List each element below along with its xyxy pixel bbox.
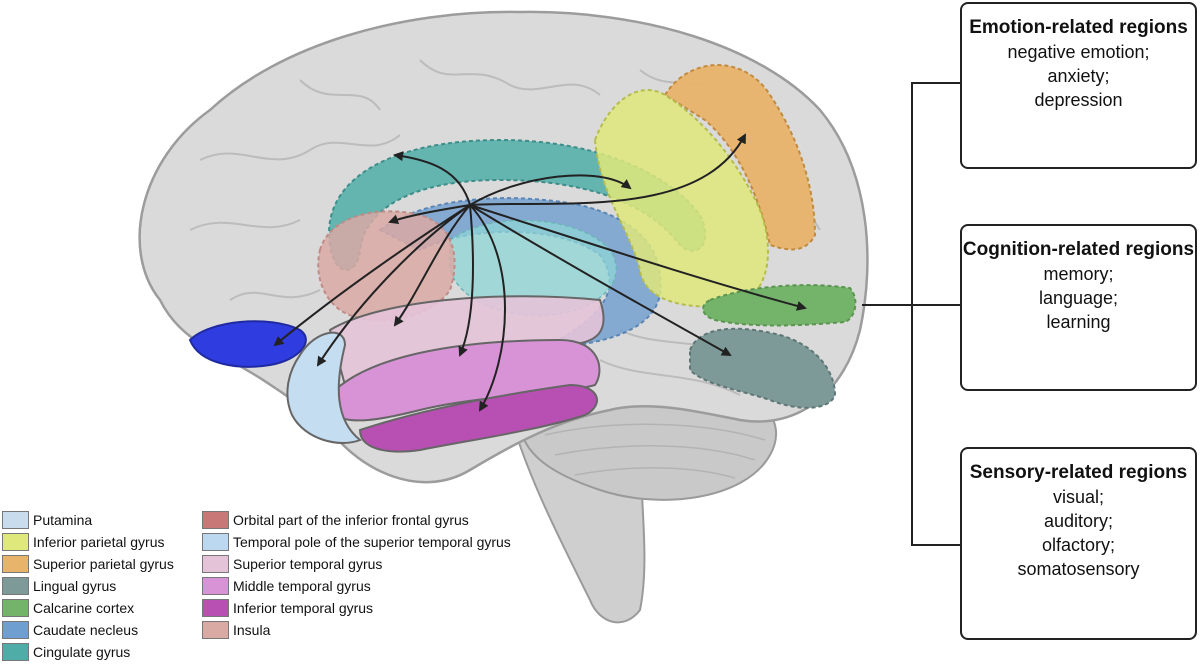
arrow-cingulate xyxy=(393,151,471,206)
inferior-parietal-region xyxy=(593,89,769,308)
legend-item: Insula xyxy=(202,620,270,640)
legend-item: Temporal pole of the superior temporal g… xyxy=(202,532,511,552)
legend-item: Putamina xyxy=(2,510,92,530)
legend-swatch xyxy=(2,511,29,529)
legend-swatch xyxy=(2,577,29,595)
sensory-box: Sensory-related regions visual; auditory… xyxy=(960,447,1197,640)
orbital-frontal-region xyxy=(188,320,307,368)
legend-label: Insula xyxy=(233,622,271,638)
arrow-superior-temporal xyxy=(393,204,471,327)
arrow-middle-temporal xyxy=(458,204,474,357)
superior-parietal-region xyxy=(663,64,817,251)
legend-swatch xyxy=(202,511,229,529)
box-item: olfactory; xyxy=(1041,535,1116,555)
box-item: memory; xyxy=(1043,264,1114,284)
legend-label: Inferior temporal gyrus xyxy=(233,600,374,616)
arrow-superior-parietal xyxy=(469,133,746,206)
legend-label: Caudate necleus xyxy=(33,622,139,638)
box-items: negative emotion; anxiety; depression xyxy=(962,40,1195,112)
legend-item: Orbital part of the inferior frontal gyr… xyxy=(202,510,469,530)
legend-label: Orbital part of the inferior frontal gyr… xyxy=(233,512,469,528)
legend-label: Superior parietal gyrus xyxy=(33,556,174,572)
legend-label: Cingulate gyrus xyxy=(33,644,131,660)
legend-item: Inferior temporal gyrus xyxy=(202,598,373,618)
arrow-insula xyxy=(388,204,471,225)
arrow-calcarine xyxy=(469,204,807,311)
legend-swatch xyxy=(2,555,29,573)
emotion-box: Emotion-related regions negative emotion… xyxy=(960,2,1197,169)
legend-item: Lingual gyrus xyxy=(2,576,116,596)
legend-label: Calcarine cortex xyxy=(33,600,135,616)
middle-temporal-region xyxy=(334,338,601,422)
legend-label: Middle temporal gyrus xyxy=(233,578,371,594)
legend-swatch xyxy=(202,577,229,595)
legend-swatch xyxy=(2,621,29,639)
legend-swatch xyxy=(2,533,29,551)
box-item: negative emotion; xyxy=(1007,42,1150,62)
box-title: Cognition-related regions xyxy=(962,239,1195,260)
legend-swatch xyxy=(202,533,229,551)
legend-label: Lingual gyrus xyxy=(33,578,117,594)
inferior-temporal-region xyxy=(358,383,598,453)
legend-item: Cingulate gyrus xyxy=(2,642,130,662)
legend-item: Caudate necleus xyxy=(2,620,138,640)
legend-label: Inferior parietal gyrus xyxy=(33,534,165,550)
arrow-orbital-frontal xyxy=(273,204,471,347)
arrow-lingual xyxy=(469,204,732,356)
legend-item: Calcarine cortex xyxy=(2,598,134,618)
box-item: visual; xyxy=(1052,487,1105,507)
box-items: memory; language; learning xyxy=(962,262,1195,334)
arrow-inferior-parietal xyxy=(469,174,632,206)
legend-item: Superior temporal gyrus xyxy=(202,554,382,574)
legend-item: Superior parietal gyrus xyxy=(2,554,174,574)
putamen-region xyxy=(449,219,617,317)
legend-swatch xyxy=(202,621,229,639)
arrow-temporal-pole xyxy=(316,204,471,367)
box-item: language; xyxy=(1038,288,1119,308)
box-item: anxiety; xyxy=(1047,66,1110,86)
cognition-box: Cognition-related regions memory; langua… xyxy=(960,224,1197,391)
box-item: somatosensory xyxy=(1017,559,1140,579)
box-item: learning xyxy=(1046,312,1111,332)
arrow-inferior-temporal xyxy=(469,204,506,412)
box-item: auditory; xyxy=(1043,511,1114,531)
legend-swatch xyxy=(202,599,229,617)
legend-swatch xyxy=(202,555,229,573)
legend-swatch xyxy=(2,643,29,661)
box-title: Emotion-related regions xyxy=(969,17,1188,38)
legend-label: Temporal pole of the superior temporal g… xyxy=(233,534,511,550)
legend-label: Superior temporal gyrus xyxy=(233,556,383,572)
legend-item: Middle temporal gyrus xyxy=(202,576,371,596)
legend-swatch xyxy=(2,599,29,617)
legend-item: Inferior parietal gyrus xyxy=(2,532,165,552)
calcarine-region xyxy=(702,284,857,327)
legend-label: Putamina xyxy=(33,512,93,528)
box-item: depression xyxy=(1034,90,1123,110)
box-title: Sensory-related regions xyxy=(969,462,1188,483)
box-items: visual; auditory; olfactory; somatosenso… xyxy=(962,485,1195,581)
bracket-connector xyxy=(862,82,960,546)
temporal-pole-region xyxy=(286,331,362,444)
